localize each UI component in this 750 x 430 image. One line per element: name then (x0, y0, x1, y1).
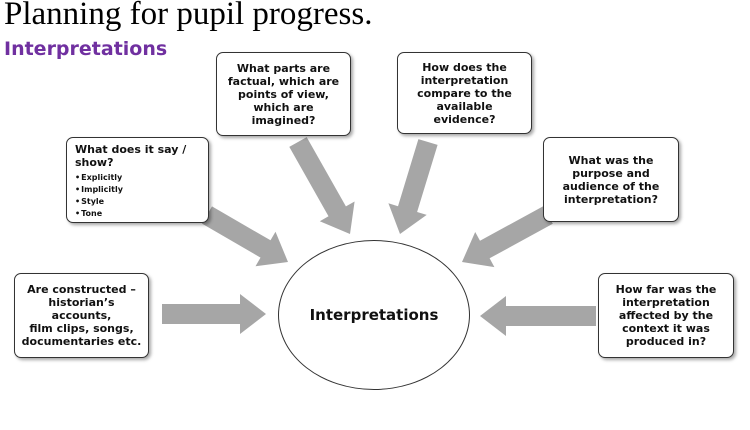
compare-evidence-text: How does the interpretation compare to t… (417, 60, 512, 126)
box-what-does-it-say: What does it say / show? Explicitly Impl… (66, 137, 209, 223)
arrow-from-what-says (202, 206, 288, 267)
list-item-explicitly: Explicitly (75, 172, 200, 184)
center-circle: Interpretations (278, 240, 470, 390)
what-says-list: Explicitly Implicitly Style Tone (75, 172, 200, 220)
arrow-from-constructed (162, 294, 266, 334)
what-says-question: What does it say / show? (75, 143, 187, 169)
factual-parts-text: What parts are factual, which are points… (227, 61, 340, 127)
center-label: Interpretations (309, 306, 439, 324)
arrow-from-parts (289, 137, 355, 234)
list-item-tone: Tone (75, 208, 200, 220)
page-subtitle: Interpretations (4, 38, 168, 60)
page-title: Planning for pupil progress. (4, 0, 373, 32)
purpose-audience-text: What was the purpose and audience of the… (562, 153, 660, 206)
list-item-implicitly: Implicitly (75, 184, 200, 196)
list-item-style: Style (75, 196, 200, 208)
constructed-text: Are constructed – historian’s accounts, … (21, 283, 142, 348)
box-compare-evidence: How does the interpretation compare to t… (397, 52, 532, 134)
arrow-from-purpose (462, 206, 553, 268)
box-factual-parts: What parts are factual, which are points… (216, 52, 351, 136)
arrow-from-compare (388, 139, 438, 234)
arrow-from-context (480, 296, 596, 336)
box-context: How far was the interpretation affected … (598, 273, 734, 358)
box-constructed: Are constructed – historian’s accounts, … (14, 273, 149, 358)
box-purpose-audience: What was the purpose and audience of the… (543, 137, 679, 222)
context-text: How far was the interpretation affected … (615, 283, 717, 348)
